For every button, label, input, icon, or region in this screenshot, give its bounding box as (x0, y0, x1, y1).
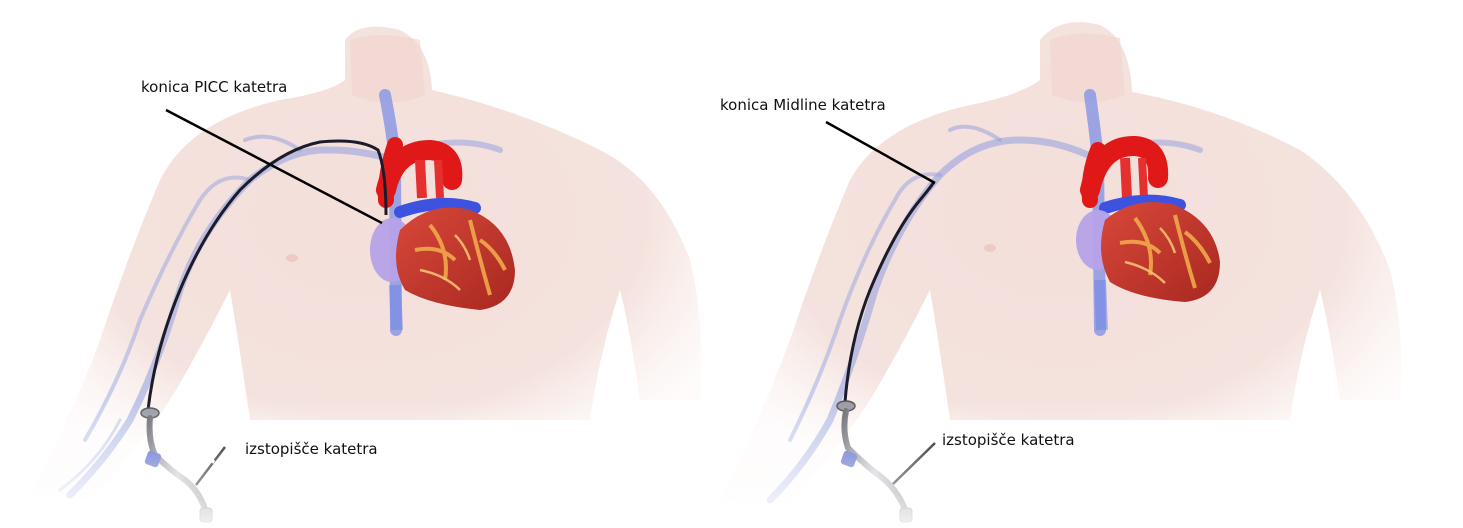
midline-exit-label: izstopišče katetra (942, 431, 1075, 449)
picc-tip-label: konica PICC katetra (141, 78, 287, 96)
midline-nipple (984, 244, 996, 252)
midline-tip-label: konica Midline katetra (720, 96, 886, 114)
picc-exit-label: izstopišče katetra (245, 440, 378, 458)
picc-nipple (286, 254, 298, 262)
bottom-fade (0, 400, 1463, 528)
